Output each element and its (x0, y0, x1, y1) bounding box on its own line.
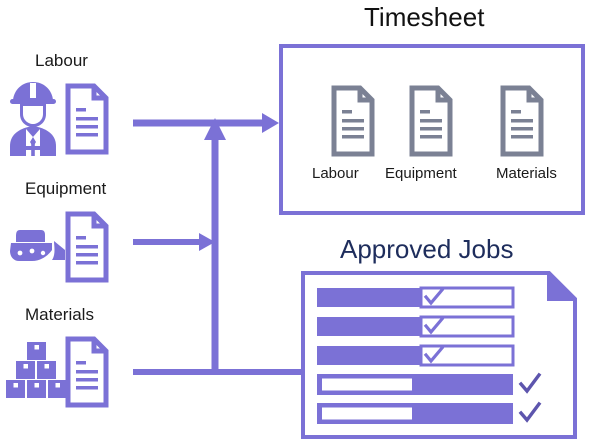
boxes-icon (6, 342, 67, 398)
worker-icon (10, 82, 56, 156)
approved-jobs-title: Approved Jobs (340, 234, 514, 264)
approved-row-5[interactable] (317, 401, 542, 424)
connector-trunk-up (204, 118, 226, 373)
bulldozer-icon (10, 230, 65, 261)
approved-row-4[interactable] (317, 372, 542, 395)
connector-equipment-to-trunk (133, 233, 215, 251)
timesheet-doc-equipment (412, 88, 450, 154)
source-label-equipment: Equipment (25, 179, 107, 198)
timesheet-doc-labour (334, 88, 372, 154)
timesheet-doc-label-labour: Labour (312, 165, 359, 182)
source-document-labour (68, 86, 106, 152)
source-document-materials (68, 339, 106, 405)
approved-row-1[interactable] (317, 286, 515, 309)
approved-row-3[interactable] (317, 344, 515, 367)
timesheet-doc-label-equipment: Equipment (385, 165, 457, 182)
source-label-materials: Materials (25, 305, 94, 324)
connector-materials-to-approved (133, 369, 313, 375)
approved-row-2[interactable] (317, 315, 515, 338)
timesheet-doc-materials (503, 88, 541, 154)
source-document-equipment (68, 214, 106, 280)
source-label-labour: Labour (35, 51, 88, 70)
timesheet-title: Timesheet (364, 2, 485, 32)
timesheet-doc-label-materials: Materials (496, 165, 557, 182)
connector-labour-to-timesheet (133, 113, 279, 133)
